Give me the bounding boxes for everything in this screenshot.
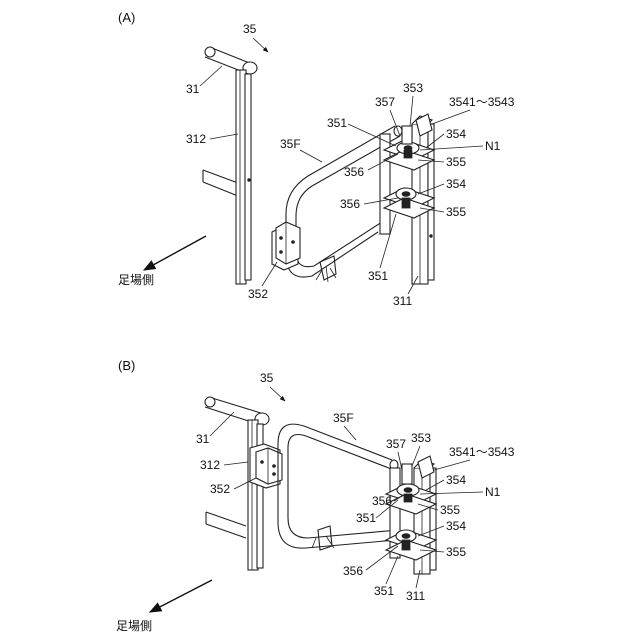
panel-b-direction-label: 足場側 [116, 619, 152, 633]
panel-b-lead-35f [344, 426, 356, 440]
panel-b-label-312: 312 [200, 458, 220, 472]
panel-a-left-post [236, 70, 251, 284]
panel-b-label-355-bottom: 355 [446, 545, 466, 559]
panel-a-lead-352 [262, 262, 277, 286]
panel-b: (B) 35 31 [116, 358, 515, 633]
panel-a-lead-35f [300, 150, 322, 162]
panel-a-label-range: 3541～3543 [449, 95, 515, 109]
panel-a-label-355-bottom: 355 [446, 205, 466, 219]
panel-b-handrail [205, 397, 269, 425]
panel-a-scaffold-arrow [144, 236, 206, 270]
panel-b-label-311: 311 [406, 589, 425, 603]
panel-a-label-356-bottom: 356 [340, 197, 360, 211]
panel-b-label-356-bottom: 356 [343, 564, 363, 578]
panel-a-label-311: 311 [393, 294, 412, 308]
panel-b-label-352: 352 [210, 482, 230, 496]
panel-b-label-357: 357 [386, 437, 406, 451]
panel-a-label-357: 357 [375, 95, 395, 109]
panel-b-lead-351-bottom [386, 556, 398, 584]
panel-a-label-31: 31 [186, 82, 200, 96]
panel-b-label-351-bottom: 351 [374, 584, 394, 598]
panel-b-label-n1: N1 [485, 485, 501, 499]
panel-a-label-352: 352 [248, 287, 268, 301]
panel-a-label-356-top: 356 [344, 165, 364, 179]
panel-b-label-35: 35 [260, 371, 274, 385]
panel-a-label-n1: N1 [485, 139, 501, 153]
panel-a-label-353: 353 [403, 81, 423, 95]
panel-b-scaffold-arrow [150, 580, 212, 612]
panel-b-label-351-top: 351 [356, 511, 376, 525]
panel-b-label: (B) [118, 358, 135, 373]
panel-b-lead-range [434, 460, 470, 470]
panel-a-label-354-top: 354 [446, 127, 466, 141]
panel-a-label-35: 35 [243, 22, 257, 36]
panel-a-lower-rail [203, 170, 238, 196]
panel-a-direction-label: 足場側 [118, 273, 154, 287]
panel-b-gate-frame [278, 424, 398, 548]
panel-a-label-355-top: 355 [446, 155, 466, 169]
panel-b-lead-357 [398, 452, 402, 470]
panel-a-label-312: 312 [186, 132, 206, 146]
panel-a-latch [316, 256, 336, 282]
panel-a-lead-range [432, 110, 470, 124]
panel-a-label-351-top: 351 [327, 116, 347, 130]
panel-a-assembly-arrow [253, 38, 268, 52]
panel-b-lead-31 [210, 412, 234, 436]
panel-a-lead-353 [410, 96, 413, 126]
panel-a-lead-312 [210, 134, 238, 139]
panel-a-handrail [205, 47, 257, 74]
panel-b-left-post [248, 420, 263, 570]
panel-b-lead-312 [224, 462, 248, 465]
panel-a-label-35f: 35F [280, 137, 301, 151]
panel-b-label-355-top: 355 [440, 503, 460, 517]
panel-b-label-353: 353 [411, 431, 431, 445]
panel-b-label-354-bottom: 354 [446, 519, 466, 533]
panel-a-label-354-bottom: 354 [446, 177, 466, 191]
panel-b-label-range: 3541～3543 [449, 445, 515, 459]
panel-b-bracket [250, 444, 282, 488]
panel-b-assembly-arrow [270, 387, 285, 401]
panel-b-lower-rail [206, 512, 246, 538]
panel-b-label-35f: 35F [333, 411, 354, 425]
panel-b-label-356-top: 356 [372, 494, 392, 508]
panel-b-label-354-top: 354 [446, 473, 466, 487]
panel-a: (A) 35 31 312 [118, 10, 515, 308]
panel-a-lead-31 [200, 66, 222, 86]
panel-b-label-31: 31 [196, 432, 210, 446]
panel-a-label: (A) [118, 10, 135, 25]
panel-a-label-351-bottom: 351 [368, 269, 388, 283]
